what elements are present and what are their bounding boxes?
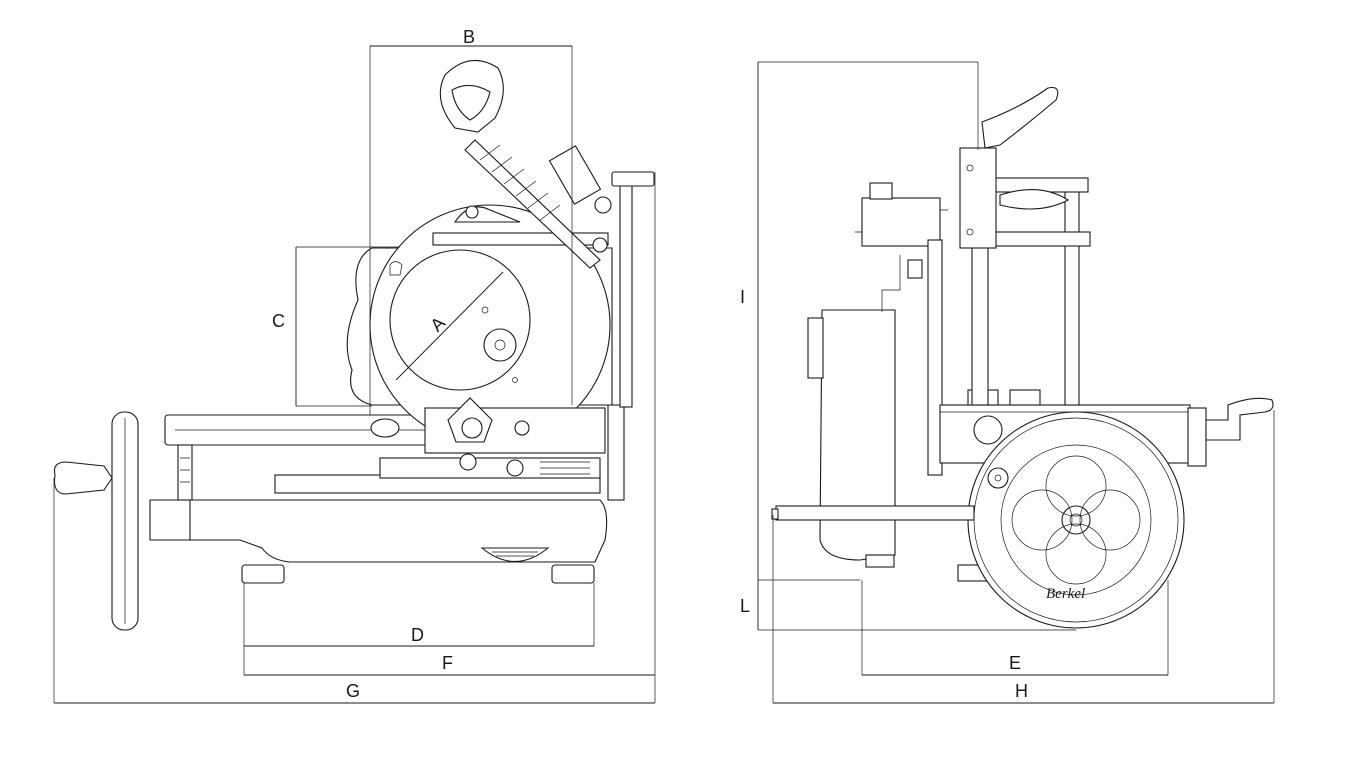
label-I: I (740, 287, 745, 307)
guide-rod (619, 184, 633, 408)
label-D: D (411, 625, 424, 645)
link-arm (881, 255, 901, 312)
holder-arm (464, 139, 601, 269)
label-E: E (1009, 653, 1021, 673)
front-foot (241, 564, 285, 584)
rod-cap (611, 171, 655, 187)
blade-hub (389, 249, 531, 391)
holder-grip (999, 189, 1070, 210)
label-B: B (463, 27, 475, 47)
column-body (819, 309, 896, 561)
rail-knob (370, 418, 400, 438)
rail-post-front (177, 444, 193, 501)
side-view (53, 45, 656, 704)
label-G: G (346, 681, 360, 701)
label-F: F (442, 653, 453, 673)
flywheel-segment (480, 547, 550, 562)
holder-lever (981, 86, 1059, 149)
label-H: H (1015, 681, 1028, 701)
front-view: Berkel (757, 61, 1275, 704)
holder-plate (959, 147, 997, 249)
slide-rail (775, 505, 975, 521)
axle-housing (149, 499, 191, 541)
brand-label: Berkel (1046, 586, 1085, 602)
label-L: L (740, 596, 750, 616)
sharpener-head (861, 197, 941, 247)
dim-line-A (395, 271, 504, 381)
label-C: C (272, 311, 285, 331)
rear-foot (551, 564, 595, 584)
blade-profile (927, 239, 943, 476)
blade-nut (483, 328, 517, 362)
holder-post-right (1064, 184, 1080, 406)
flywheel-hub (1061, 505, 1091, 535)
holder-clamp (548, 145, 602, 205)
rail-post-rear (607, 404, 625, 501)
carriage-block (379, 457, 601, 479)
front-crank (1205, 397, 1274, 441)
crank-handle (53, 461, 113, 495)
